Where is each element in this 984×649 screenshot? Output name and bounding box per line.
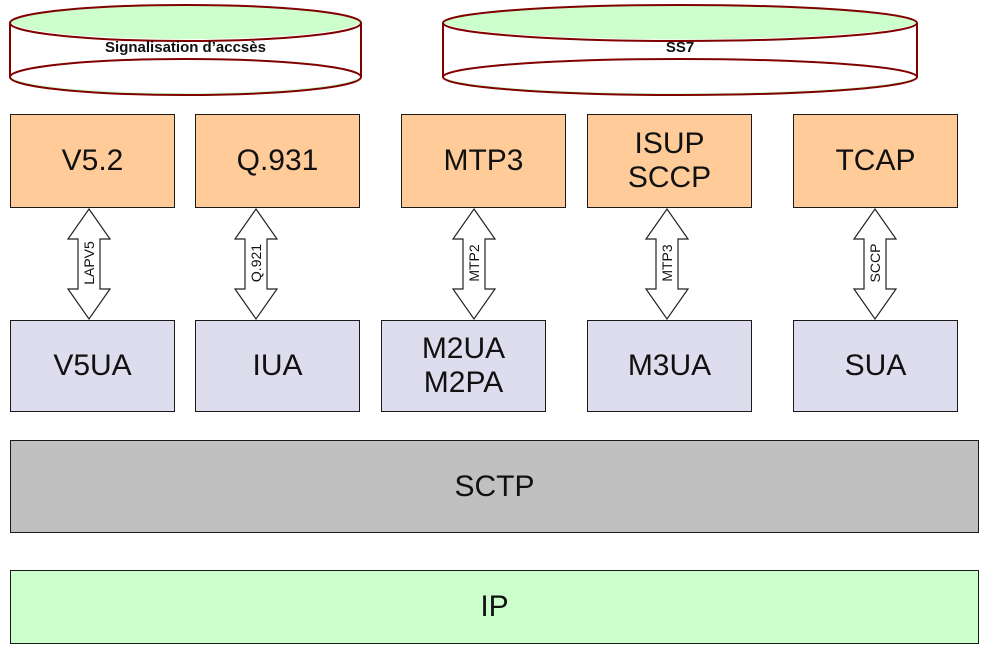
protocol-label-line1: ISUP <box>634 127 705 160</box>
protocol-box-tcap: TCAP <box>793 114 958 208</box>
protocol-label: Q.931 <box>236 144 319 177</box>
arrow-label-q921: Q.921 <box>248 243 264 283</box>
cylinder-label-access-signaling: Signalisation d’accsès <box>105 39 266 56</box>
adaptation-box-v5ua: V5UA <box>10 320 175 412</box>
double-arrow-mtp2 <box>451 207 497 321</box>
protocol-box-q931: Q.931 <box>195 114 360 208</box>
double-arrow-mtp3 <box>644 207 690 321</box>
adaptation-box-iua: IUA <box>195 320 360 412</box>
protocol-label: MTP3 <box>443 144 524 177</box>
adaptation-label: V5UA <box>53 349 132 382</box>
adaptation-box-sua: SUA <box>793 320 958 412</box>
adaptation-label: M3UA <box>627 349 712 382</box>
network-layer-ip: IP <box>10 570 979 644</box>
double-arrow-sccp <box>852 207 898 321</box>
protocol-box-mtp3: MTP3 <box>401 114 566 208</box>
adaptation-label: SUA <box>844 349 907 382</box>
adaptation-label: IUA <box>252 349 303 382</box>
double-arrow-q921 <box>233 207 279 321</box>
arrow-label-mtp2: MTP2 <box>466 244 482 282</box>
arrow-label-lapv5: LAPV5 <box>81 241 97 285</box>
protocol-box-v52: V5.2 <box>10 114 175 208</box>
cylinder-label-ss7: SS7 <box>665 39 695 56</box>
transport-label: SCTP <box>454 469 535 503</box>
adaptation-box-m3ua: M3UA <box>587 320 752 412</box>
protocol-label: TCAP <box>835 144 916 177</box>
protocol-label: V5.2 <box>61 144 124 177</box>
adaptation-label-line1: M2UA <box>421 332 506 365</box>
network-label: IP <box>480 590 509 623</box>
double-arrow-lapv5 <box>66 207 112 321</box>
arrow-label-mtp3: MTP3 <box>659 244 675 282</box>
transport-layer-sctp: SCTP <box>10 440 979 533</box>
adaptation-box-m2ua-m2pa: M2UA M2PA <box>381 320 546 412</box>
protocol-box-isup-sccp: ISUP SCCP <box>587 114 752 208</box>
arrow-label-sccp: SCCP <box>867 243 883 283</box>
protocol-label-line2: SCCP <box>627 161 712 194</box>
adaptation-label-line2: M2PA <box>423 366 504 399</box>
